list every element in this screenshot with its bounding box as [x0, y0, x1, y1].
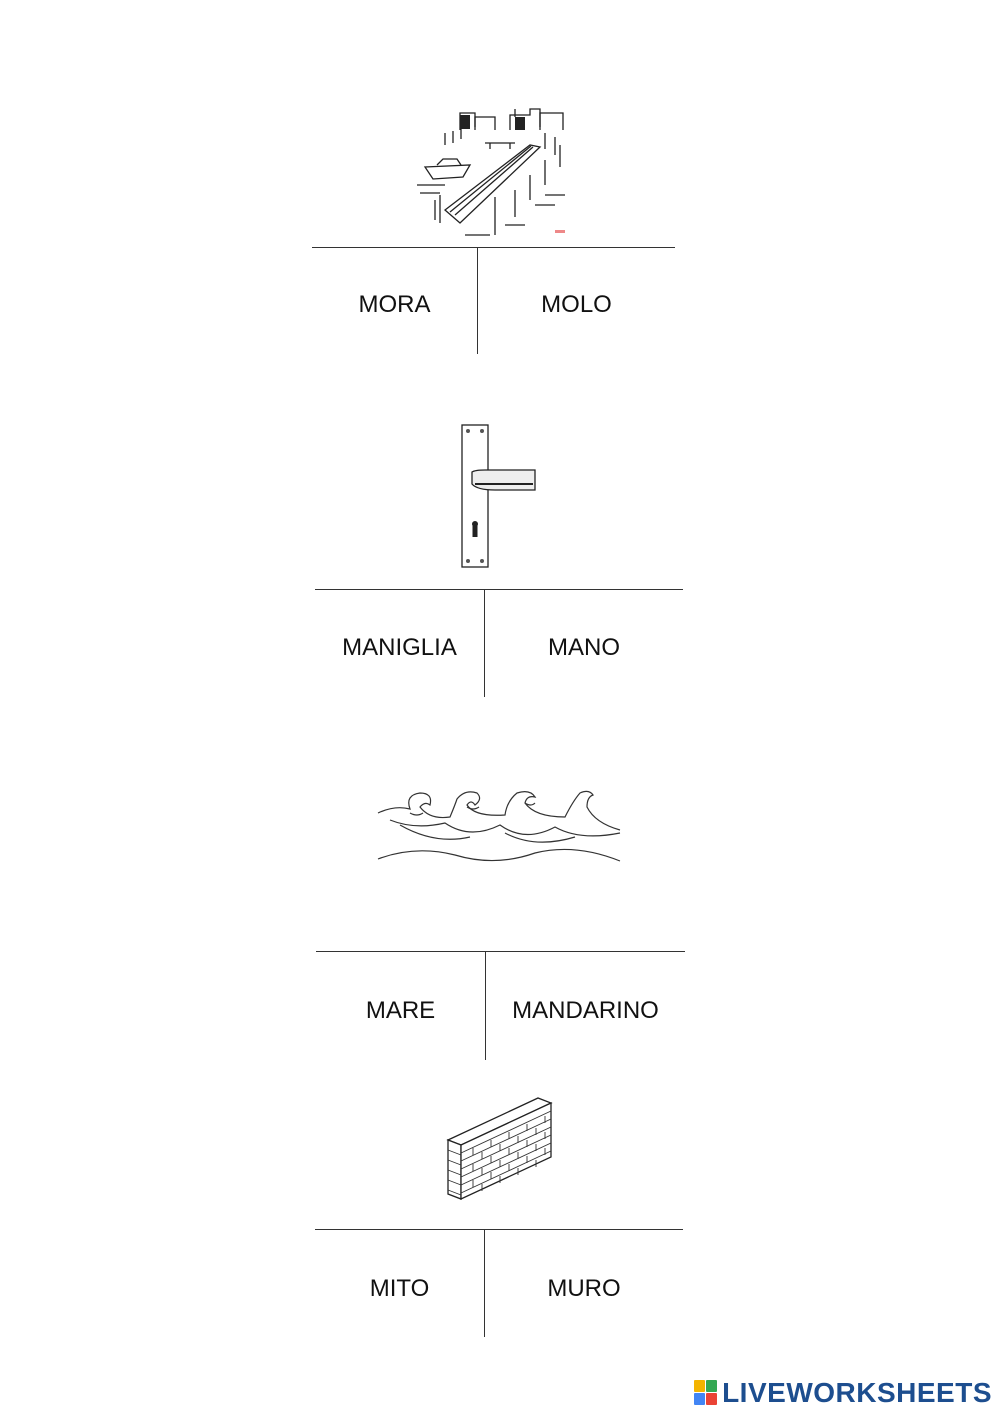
item-4-option-1[interactable]: MITO	[369, 1275, 430, 1302]
item-4-option-2[interactable]: MURO	[547, 1275, 621, 1302]
item-3-divider-vertical	[485, 952, 486, 1060]
item-1-option-2[interactable]: MOLO	[541, 291, 612, 318]
liveworksheets-brand[interactable]: LIVEWORKSHEETS	[693, 1376, 992, 1410]
liveworksheets-logo-icon	[694, 1380, 718, 1405]
item-1-divider-vertical	[477, 248, 478, 354]
item-3-divider-horizontal	[316, 951, 685, 952]
item-4-divider-vertical	[484, 1230, 485, 1337]
door-handle-icon	[461, 424, 536, 568]
item-2-option-1[interactable]: MANIGLIA	[342, 634, 457, 661]
brick-wall-icon	[446, 1097, 553, 1201]
pier-icon	[417, 108, 565, 236]
item-4-divider-horizontal	[315, 1229, 683, 1230]
item-2-option-2[interactable]: MANO	[548, 634, 620, 661]
item-3-option-1[interactable]: MARE	[365, 997, 436, 1024]
sea-waves-icon	[377, 790, 621, 862]
item-2-divider-vertical	[484, 590, 485, 697]
item-1-divider-horizontal	[312, 247, 675, 248]
item-1-option-1[interactable]: MORA	[358, 291, 431, 318]
liveworksheets-brand-name: LIVEWORKSHEETS	[722, 1377, 992, 1408]
item-2-divider-horizontal	[315, 589, 683, 590]
item-3-option-2[interactable]: MANDARINO	[512, 997, 659, 1024]
